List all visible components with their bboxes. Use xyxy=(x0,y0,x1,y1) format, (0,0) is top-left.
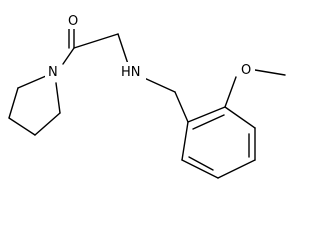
bond-pyrrolidine-5 xyxy=(17,75,47,89)
bond-c-ch2 xyxy=(73,33,119,49)
bond-pyrrolidine-2 xyxy=(34,112,61,136)
bond-benzene-inner-3 xyxy=(188,156,214,171)
bond-benzene-inner-1 xyxy=(192,114,225,130)
bond-benzyl-ring xyxy=(174,91,189,123)
bond-benzene-2 xyxy=(224,106,256,129)
bond-pyrrolidine-4 xyxy=(8,87,19,119)
bond-nh-benzyl xyxy=(141,76,176,93)
bond-ring-o-methoxy xyxy=(224,76,237,108)
bond-pyrrolidine-3 xyxy=(8,117,36,136)
bond-benzene-5 xyxy=(181,159,219,179)
atom-label-carbonyl-oxygen: O xyxy=(68,14,78,29)
bond-benzene-1 xyxy=(187,106,226,123)
molecule-drawing: O N HN O xyxy=(8,12,286,179)
bond-c-n-amide xyxy=(62,47,75,65)
bond-benzene-6 xyxy=(181,121,189,161)
atom-label-amide-nitrogen: N xyxy=(48,65,58,80)
atom-label-amine-nh: HN xyxy=(121,65,141,80)
bond-o-ch3 xyxy=(254,69,286,76)
bond-pyrrolidine-1 xyxy=(55,82,61,114)
structure-diagram: O N HN O xyxy=(8,12,286,179)
bond-ch2-nh xyxy=(117,33,129,65)
atom-label-methoxy-oxygen: O xyxy=(241,63,251,78)
bond-benzene-4 xyxy=(217,159,256,179)
